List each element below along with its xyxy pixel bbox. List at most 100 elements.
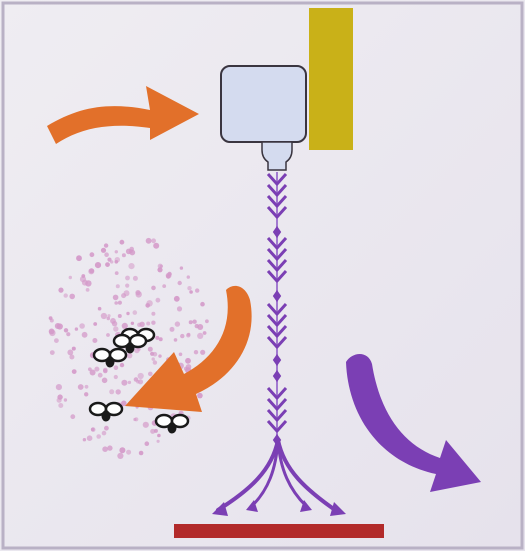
cloud-dot: [58, 403, 63, 408]
cloud-dot: [145, 441, 150, 446]
cloud-dot: [85, 385, 89, 389]
cloud-dot: [122, 253, 126, 257]
cloud-dot: [151, 312, 155, 316]
cloud-dot: [96, 434, 101, 439]
cloud-dot: [125, 284, 129, 288]
cloud-dot: [55, 323, 61, 329]
cloud-dot: [64, 398, 67, 401]
cloud-dot: [69, 276, 72, 279]
cloud-dot: [138, 373, 144, 379]
cloud-dot: [158, 264, 163, 269]
base-bar: [174, 524, 384, 538]
cloud-dot: [127, 353, 133, 359]
cloud-dot: [158, 354, 161, 357]
cloud-dot: [98, 373, 103, 378]
cloud-dot: [162, 284, 166, 288]
cloud-dot: [67, 350, 73, 356]
cloud-dot: [125, 276, 130, 281]
cloud-dot: [87, 435, 93, 441]
cloud-dot: [82, 332, 88, 338]
cloud-dot: [120, 240, 125, 245]
cloud-dot: [177, 306, 182, 311]
cloud-dot: [121, 380, 127, 386]
cloud-dot: [195, 288, 199, 292]
cloud-dot: [192, 320, 196, 324]
cloud-dot: [150, 429, 155, 434]
cloud-dot: [124, 290, 130, 296]
cloud-dot: [105, 262, 110, 267]
chamber-box: [221, 66, 306, 142]
cloud-dot: [85, 280, 91, 286]
cloud-dot: [70, 414, 75, 419]
cloud-dot: [197, 324, 203, 330]
cloud-dot: [93, 322, 97, 326]
cloud-dot: [69, 294, 75, 300]
cloud-dot: [186, 364, 192, 370]
cloud-dot: [185, 358, 191, 364]
olive-block: [309, 8, 353, 150]
cloud-dot: [86, 288, 90, 292]
cloud-dot: [88, 268, 94, 274]
cloud-dot: [114, 375, 118, 379]
cloud-dot: [113, 326, 118, 331]
cloud-dot: [98, 307, 102, 311]
cloud-dot: [203, 331, 207, 335]
cloud-dot: [175, 321, 180, 326]
cloud-dot: [63, 293, 67, 297]
cloud-dot: [148, 372, 153, 377]
cloud-dot: [104, 252, 109, 257]
cloud-dot: [179, 353, 183, 357]
cloud-dot: [180, 266, 183, 269]
cloud-dot: [197, 333, 203, 339]
cloud-dot: [146, 238, 152, 244]
cloud-dot: [189, 290, 193, 294]
cloud-dot: [128, 381, 131, 384]
cloud-dot: [106, 333, 110, 337]
cloud-dot: [134, 348, 140, 354]
cloud-dot: [126, 450, 131, 455]
cloud-dot: [90, 370, 96, 376]
cloud-dot: [134, 377, 139, 382]
cloud-dot: [84, 392, 88, 396]
cloud-dot: [151, 286, 156, 291]
cloud-dot: [131, 322, 134, 325]
cloud-dot: [104, 426, 109, 431]
cloud-dot: [151, 321, 155, 325]
cloud-dot: [112, 321, 117, 326]
cloud-dot: [157, 440, 160, 443]
cloud-dot: [54, 338, 59, 343]
cloud-dot: [126, 312, 129, 315]
cloud-dot: [90, 252, 95, 257]
cloud-dot: [157, 434, 161, 438]
cloud-dot: [133, 310, 138, 315]
cloud-dot: [95, 262, 101, 268]
cloud-dot: [75, 327, 78, 330]
cloud-dot: [128, 263, 134, 269]
cloud-dot: [114, 365, 119, 370]
cloud-dot: [194, 350, 198, 354]
cloud-dot: [156, 298, 161, 303]
cloud-dot: [57, 394, 62, 399]
cloud-dot: [118, 314, 122, 318]
cloud-dot: [56, 384, 62, 390]
cloud-dot: [64, 328, 68, 332]
cloud-dot: [72, 347, 76, 351]
cloud-dot: [116, 284, 120, 288]
cloud-dot: [107, 258, 111, 262]
cloud-dot: [107, 314, 110, 317]
cloud-dot: [187, 333, 190, 336]
cloud-dot: [102, 446, 108, 452]
cloud-dot: [103, 369, 108, 374]
cloud-dot: [101, 313, 107, 319]
cloud-dot: [167, 272, 171, 276]
cloud-dot: [115, 271, 119, 275]
cloud-dot: [115, 250, 118, 253]
cloud-dot: [178, 281, 182, 285]
cloud-dot: [80, 276, 86, 282]
cloud-dot: [104, 243, 108, 247]
cloud-dot: [107, 445, 112, 450]
cloud-dot: [116, 389, 121, 394]
cloud-dot: [145, 303, 150, 308]
cloud-dot: [153, 243, 159, 249]
